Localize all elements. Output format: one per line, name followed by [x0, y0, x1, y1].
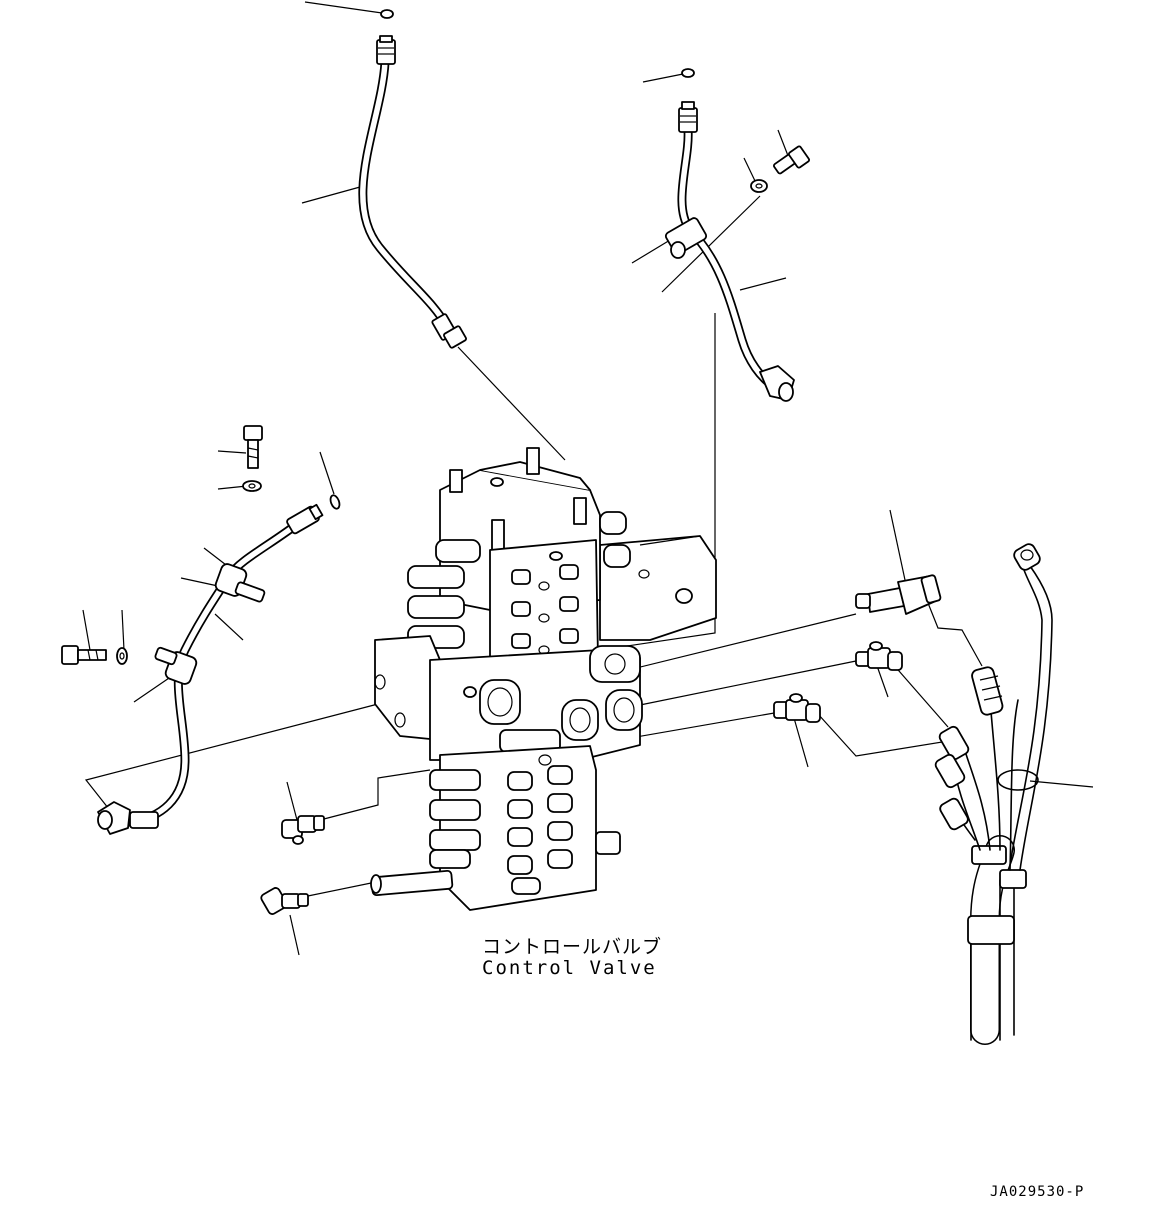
washer-icon	[750, 179, 768, 193]
wire-harness-icon	[934, 543, 1053, 1045]
control-valve-label-jp: コントロールバルブ	[482, 936, 663, 958]
elbow-fitting-icon	[855, 641, 903, 671]
hose-top-left	[358, 9, 467, 349]
elbow-fitting-icon	[260, 887, 309, 915]
hose-left	[61, 425, 341, 835]
elbow-fitting-icon	[281, 815, 325, 845]
control-valve-icon	[370, 447, 717, 911]
washer-icon	[116, 647, 128, 665]
control-valve-label-en: Control Valve	[482, 957, 657, 979]
connector-icon	[934, 725, 970, 831]
drawing-code: JA029530-P	[990, 1184, 1085, 1200]
bolt-icon	[243, 425, 263, 469]
elbow-fitting-icon	[855, 574, 942, 615]
leader-lines	[82, 1, 1094, 956]
elbow-fitting-icon	[773, 693, 821, 723]
hose-top-right	[664, 68, 811, 402]
bolt-icon	[773, 145, 811, 175]
connector-icon	[971, 666, 1004, 716]
bolt-icon	[61, 645, 107, 665]
washer-icon	[242, 480, 262, 492]
connector-icon	[1013, 543, 1041, 571]
